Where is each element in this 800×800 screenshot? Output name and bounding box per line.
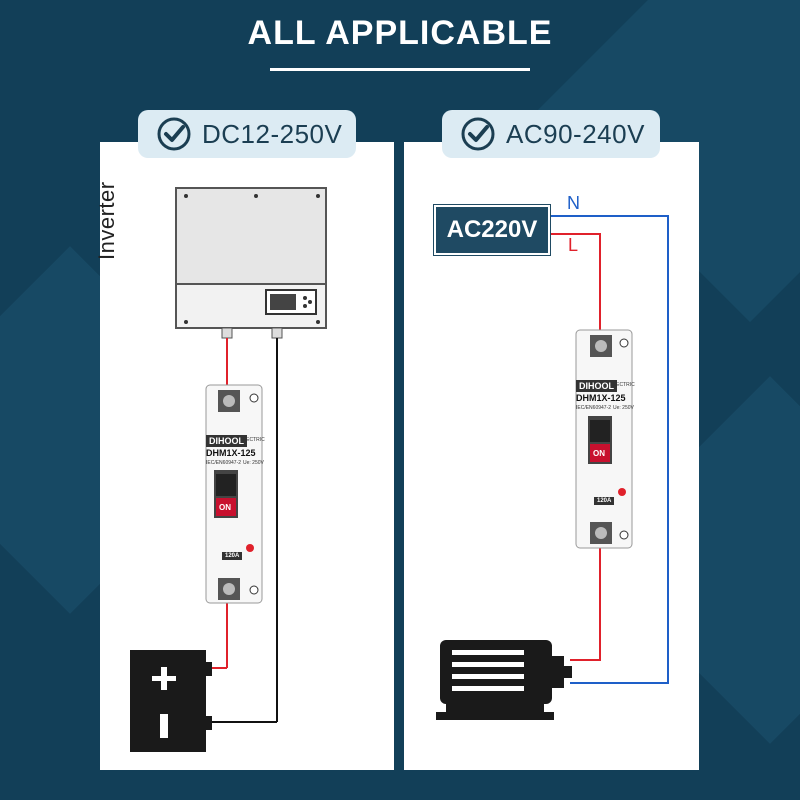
switch-on-label: ON	[219, 503, 231, 512]
battery-icon	[130, 650, 212, 752]
motor-icon	[436, 640, 572, 720]
breaker-standard: IEC/EN60947-2	[576, 405, 612, 411]
breaker-brand: DIHOOL	[576, 380, 617, 392]
neutral-wire	[548, 215, 669, 684]
breaker-rating: 120A	[222, 552, 243, 560]
breaker-brand-sub: ELECTRIC	[240, 437, 265, 443]
dc-voltage-badge: DC12-250V	[138, 110, 356, 158]
breaker-standard: IEC/EN60947-2	[206, 460, 242, 466]
check-circle-icon	[157, 117, 191, 151]
neutral-label: N	[567, 193, 580, 213]
page-title: ALL APPLICABLE	[247, 14, 553, 52]
ac-source-box: AC220V	[433, 204, 551, 256]
breaker-voltage: Ue: 250V	[613, 405, 634, 411]
ac-voltage-label: AC90-240V	[506, 118, 645, 149]
switch-on-label: ON	[593, 449, 605, 458]
breaker-model: DHM1X-125	[206, 448, 256, 458]
inverter-icon	[175, 187, 327, 339]
live-wire	[548, 233, 601, 336]
live-label: L	[568, 235, 579, 255]
breaker-brand: DIHOOL	[206, 435, 247, 447]
title-underline	[270, 68, 530, 71]
breaker-voltage: Ue: 250V	[243, 460, 264, 466]
check-circle-icon	[461, 117, 495, 151]
breaker-brand-sub: ELECTRIC	[610, 382, 635, 388]
breaker-model: DHM1X-125	[576, 393, 626, 403]
breaker-rating: 120A	[594, 497, 615, 505]
circuit-breaker-left	[205, 384, 263, 604]
dc-voltage-label: DC12-250V	[202, 118, 343, 149]
ac-voltage-badge: AC90-240V	[442, 110, 660, 158]
circuit-breaker-right	[575, 329, 633, 549]
